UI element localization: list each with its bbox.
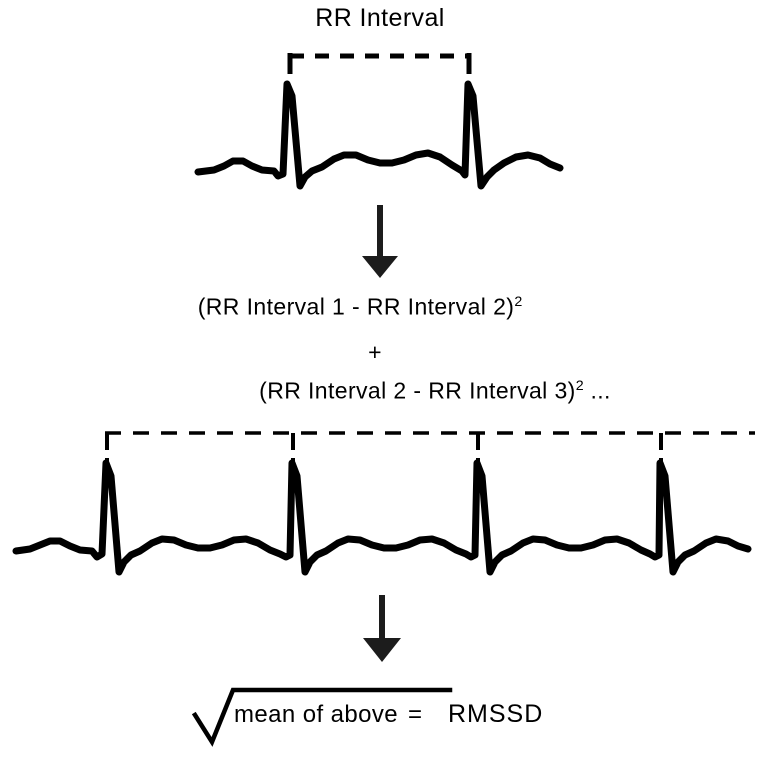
rr-interval-bracket	[287, 53, 472, 74]
page-title: RR Interval	[315, 4, 445, 32]
bottom-ecg-panel	[12, 431, 755, 576]
result-label: RMSSD	[448, 700, 544, 728]
top-ecg-panel	[194, 53, 564, 190]
equals-sign: =	[408, 701, 423, 728]
formula-line-1-text: (RR Interval 1 - RR Interval 2)	[197, 293, 515, 320]
formula-line-2-exponent: 2	[575, 378, 584, 394]
arrow-to-formula-head	[362, 256, 398, 278]
radicand-label: mean of above	[234, 701, 398, 728]
formula-operator: +	[368, 339, 382, 365]
ecg-trace-bottom	[12, 459, 752, 576]
square-root-symbol	[191, 687, 453, 747]
arrow-to-formula	[362, 205, 398, 278]
formula-line-1: (RR Interval 1 - RR Interval 2)2	[0, 295, 760, 319]
ecg-trace-top	[194, 80, 564, 190]
arrow-to-result-head	[363, 638, 401, 662]
formula-line-2-ellipsis: ...	[583, 377, 611, 404]
formula-line-1-exponent: 2	[514, 294, 523, 310]
formula-line-2-text: (RR Interval 2 - RR Interval 3)	[259, 377, 576, 404]
arrow-to-result	[363, 595, 401, 662]
formula-line-2: (RR Interval 2 - RR Interval 3)2 ...	[0, 379, 760, 403]
radical-stroke	[191, 687, 453, 747]
